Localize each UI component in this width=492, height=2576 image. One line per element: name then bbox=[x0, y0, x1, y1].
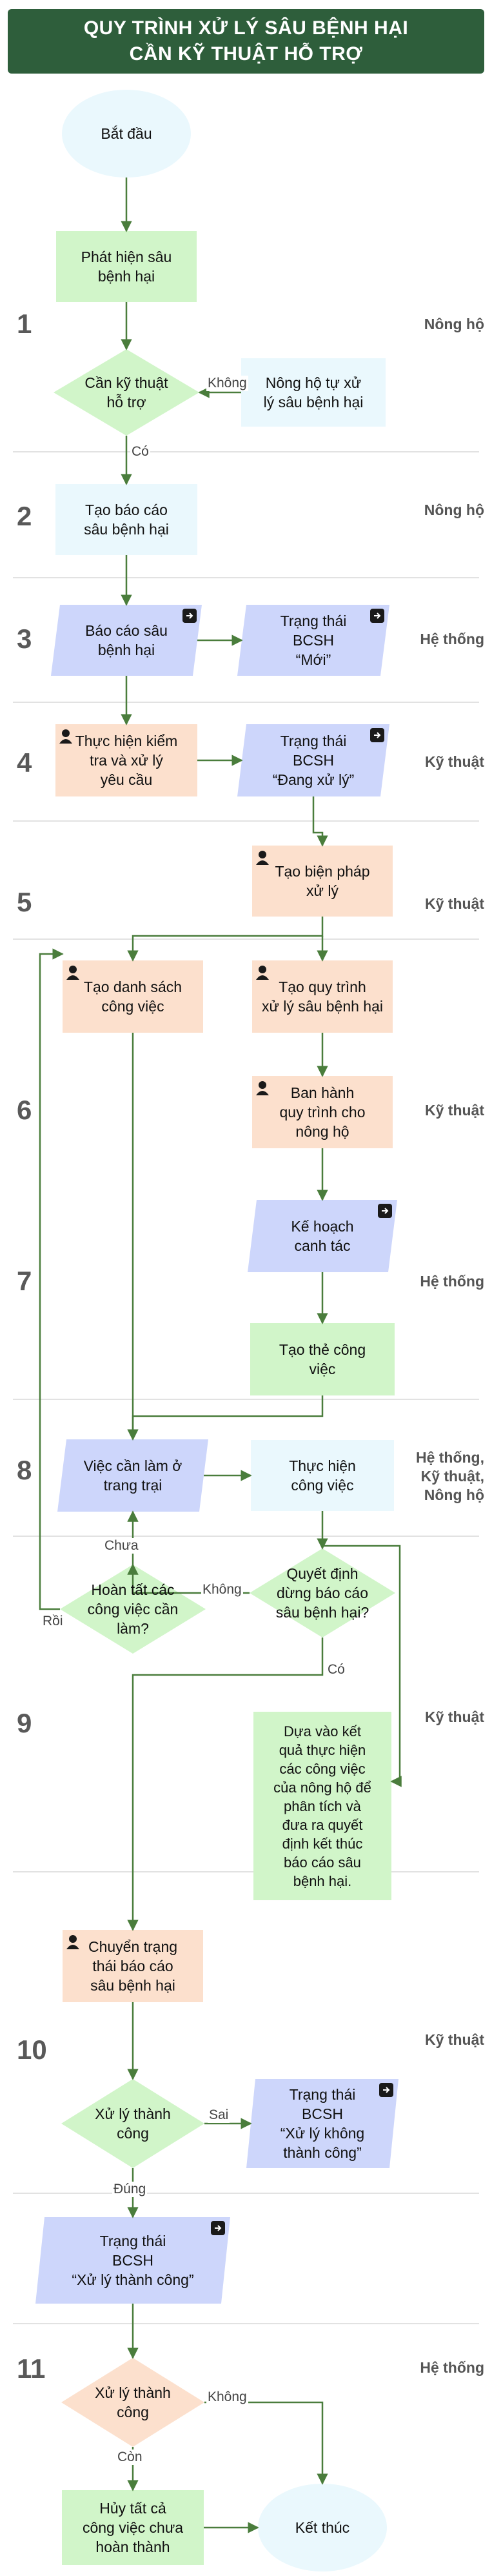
node-start-shape bbox=[62, 90, 191, 177]
connector-arrow bbox=[127, 1638, 324, 1931]
step-number: 7 bbox=[17, 1266, 32, 1296]
edge-label-yes1: Có bbox=[130, 444, 150, 460]
step-role: Hệ thống bbox=[420, 2359, 484, 2376]
step-role: Hệ thống bbox=[420, 1273, 484, 1290]
node-measures-shape bbox=[252, 846, 393, 917]
step-role: Nông hộ bbox=[424, 316, 484, 332]
node-task-list-shape bbox=[63, 960, 203, 1033]
title-banner: QUY TRÌNH XỬ LÝ SÂU BỆNH HẠI CẦN KỸ THUẬ… bbox=[8, 9, 484, 74]
node-farm-tasks-shape bbox=[57, 1439, 208, 1512]
step-number: 10 bbox=[17, 2034, 47, 2065]
title-line-1: QUY TRÌNH XỬ LÝ SÂU BỆNH HẠI bbox=[83, 17, 409, 39]
title-line-2: CẦN KỸ THUẬT HỖ TRỢ bbox=[129, 43, 363, 65]
step-role: Kỹ thuật bbox=[425, 1709, 484, 1725]
step-number: 5 bbox=[17, 887, 32, 917]
edge-label-right: Đúng bbox=[112, 2182, 148, 2197]
edge-label-no3: Không bbox=[206, 2389, 248, 2405]
connector-arrow bbox=[39, 948, 64, 1610]
node-success-q-shape bbox=[61, 2079, 204, 2168]
node-inspect-shape bbox=[55, 724, 197, 796]
node-report-shape bbox=[51, 605, 202, 676]
step-role: Nông hộ bbox=[424, 502, 484, 518]
user-icon bbox=[59, 729, 72, 744]
connector-arrow bbox=[127, 1395, 324, 1441]
enter-icon bbox=[370, 728, 384, 742]
connector-arrow bbox=[312, 796, 328, 847]
node-self-handle-shape bbox=[241, 358, 386, 427]
node-create-process-shape bbox=[252, 960, 393, 1033]
connector-arrow bbox=[127, 917, 324, 962]
step-role: Kỹ thuật bbox=[425, 895, 484, 912]
node-need-tech-shape bbox=[54, 349, 199, 436]
step-number: 9 bbox=[17, 1708, 32, 1738]
node-status-fail-shape bbox=[246, 2079, 399, 2168]
step-number: 2 bbox=[17, 501, 32, 531]
edge-label-done: Rồi bbox=[41, 1614, 64, 1629]
node-success-q2-shape bbox=[61, 2358, 204, 2447]
enter-icon bbox=[370, 609, 384, 623]
user-icon bbox=[256, 966, 269, 980]
step-number: 8 bbox=[17, 1455, 32, 1485]
node-change-status-shape bbox=[63, 1930, 203, 2002]
node-status-success-shape bbox=[35, 2217, 230, 2304]
node-create-report-shape bbox=[55, 484, 197, 555]
node-end-shape bbox=[258, 2484, 387, 2571]
node-work-card-shape bbox=[250, 1323, 395, 1395]
step-role: Kỹ thuật bbox=[425, 1102, 484, 1119]
enter-icon bbox=[379, 2083, 393, 2097]
node-status-new-shape bbox=[237, 605, 389, 676]
node-analyze-shape bbox=[253, 1712, 391, 1900]
node-all-done-shape bbox=[60, 1565, 206, 1654]
step-number: 11 bbox=[17, 2353, 46, 2384]
step-number: 4 bbox=[17, 747, 32, 778]
connector-arrow bbox=[322, 1545, 402, 1787]
node-stop-decision-shape bbox=[250, 1548, 395, 1638]
step-role: Kỹ thuật bbox=[425, 753, 484, 770]
step-number: 6 bbox=[17, 1095, 32, 1125]
edge-label-not_yet: Chưa bbox=[103, 1538, 140, 1554]
user-icon bbox=[256, 851, 269, 865]
node-status-processing-shape bbox=[237, 724, 389, 796]
node-cancel-shape bbox=[62, 2490, 204, 2565]
edge-label-no2: Không bbox=[201, 1582, 243, 1597]
node-plan-shape bbox=[248, 1200, 397, 1272]
user-icon bbox=[66, 1935, 79, 1949]
enter-icon bbox=[182, 609, 197, 623]
node-issue-process-shape bbox=[252, 1076, 393, 1148]
step-role: Hệ thống, Kỹ thuật, Nông hộ bbox=[415, 1449, 484, 1503]
step-role: Kỹ thuật bbox=[425, 2031, 484, 2048]
enter-icon bbox=[211, 2221, 225, 2235]
edge-label-fail: Sai bbox=[208, 2107, 230, 2123]
node-do-work-shape bbox=[251, 1440, 394, 1511]
user-icon bbox=[66, 966, 79, 980]
connector-arrow bbox=[204, 2401, 328, 2485]
step-number: 1 bbox=[17, 309, 32, 339]
step-number: 3 bbox=[17, 624, 32, 654]
step-role: Hệ thống bbox=[420, 631, 484, 647]
edge-label-no1: Không bbox=[206, 376, 248, 391]
edge-label-still: Còn bbox=[116, 2449, 144, 2465]
edge-label-yes2: Có bbox=[326, 1662, 346, 1678]
user-icon bbox=[256, 1081, 269, 1095]
node-detect-shape bbox=[56, 231, 197, 302]
enter-icon bbox=[378, 1204, 392, 1218]
